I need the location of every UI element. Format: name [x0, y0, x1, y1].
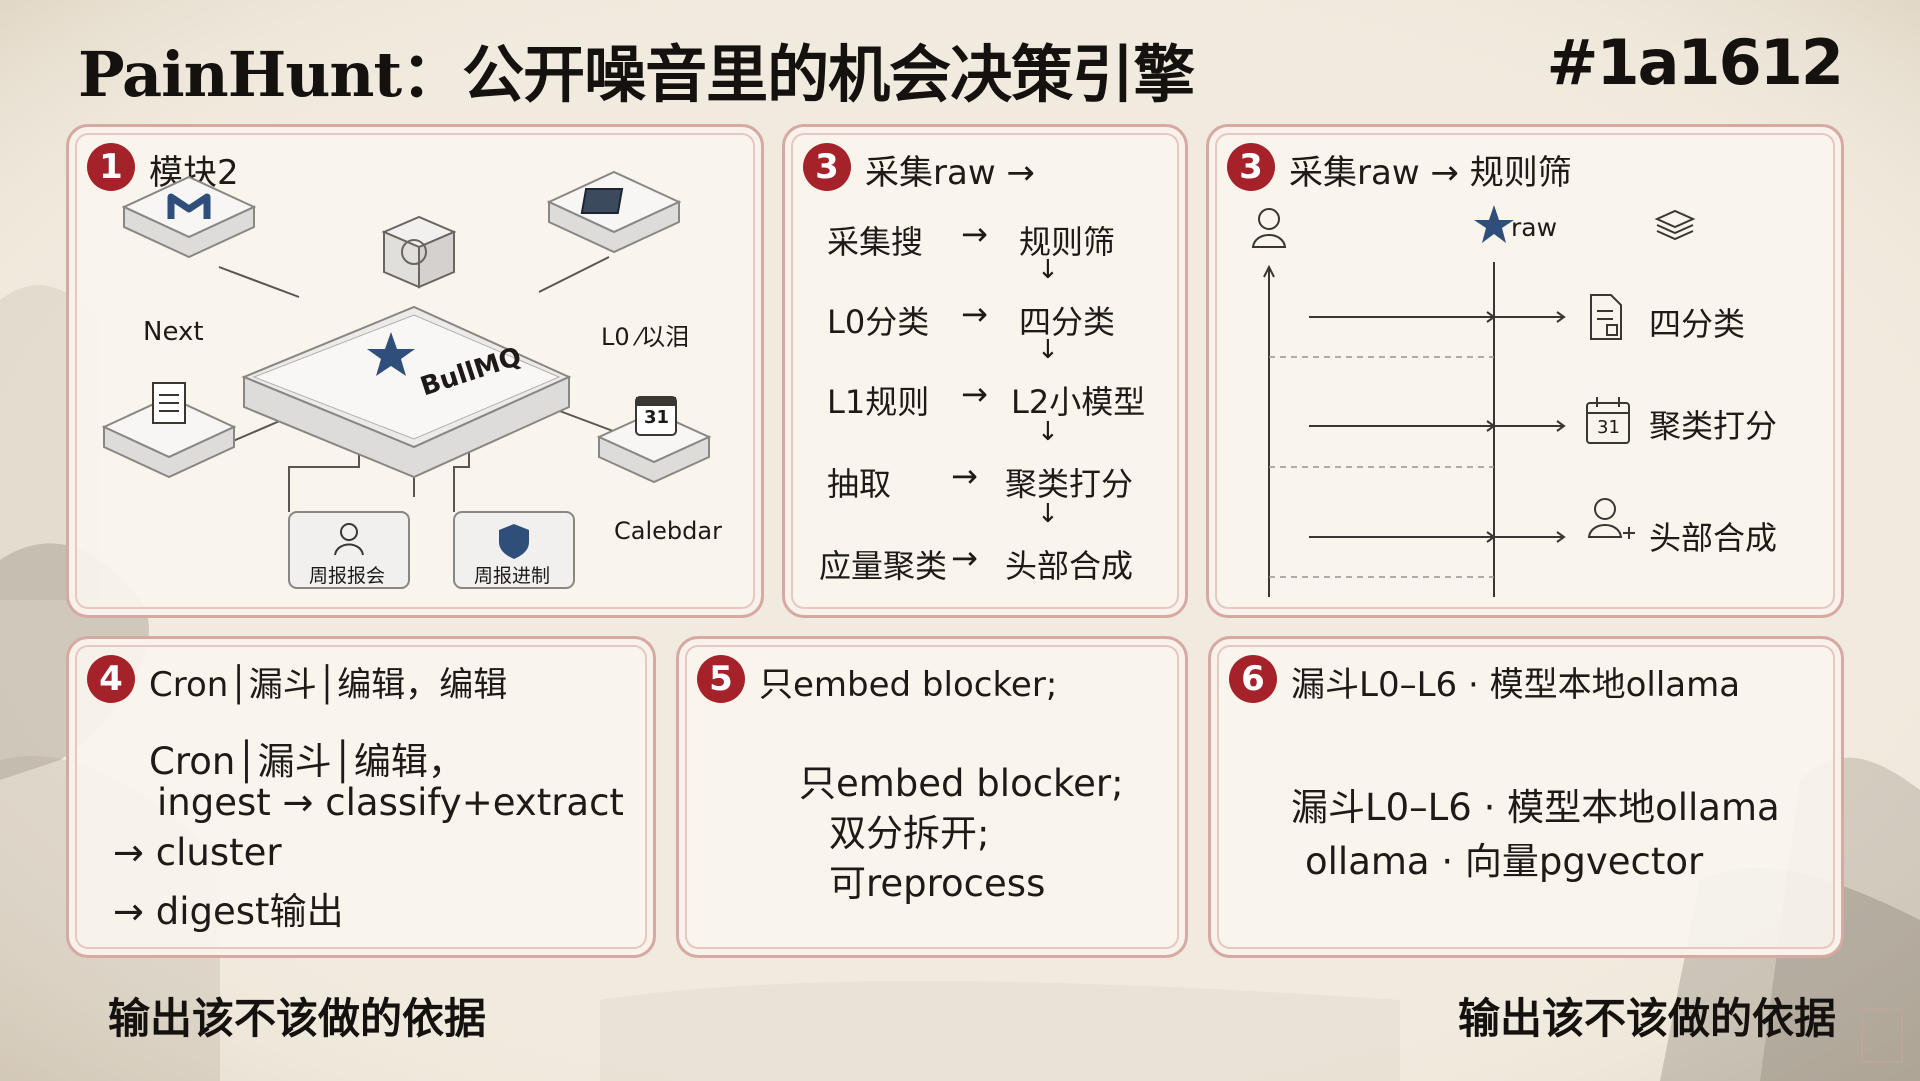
flow-left-5: 应量聚类: [819, 547, 948, 585]
shield-icon: [499, 524, 529, 559]
user-add-icon: [1587, 498, 1635, 539]
hashtag-label: #1a1612: [1546, 26, 1844, 99]
next-app-node: [121, 175, 257, 259]
document-node: [101, 382, 237, 479]
panel-sequence-flow: 3 采集raw → 规则筛: [1206, 124, 1844, 618]
panel-module-architecture: 1 模块2: [66, 124, 764, 618]
sequence-diagram: [1251, 205, 1696, 597]
body-line-1: 只embed blocker;: [799, 762, 1124, 805]
panel-title: 采集raw → 规则筛: [1289, 153, 1572, 193]
flow-arrow-3: →: [961, 375, 988, 413]
footer-caption-left: 输出该不该做的依据: [108, 994, 487, 1043]
brain-cube-node: [381, 215, 457, 289]
panel-title: Cron│漏斗│编辑，编辑: [149, 665, 508, 705]
calendar-icon: [1586, 397, 1630, 444]
panel-number-badge: 3: [1227, 143, 1275, 191]
flow-left-2: L0分类: [827, 303, 930, 341]
down-arrow-1: ↓: [1037, 255, 1059, 285]
panel-title: 只embed blocker;: [759, 665, 1058, 705]
layers-icon: [1654, 209, 1696, 241]
step-label-1: 四分类: [1649, 305, 1746, 343]
flow-right-2: 四分类: [1019, 303, 1116, 341]
next-label: Next: [143, 317, 204, 347]
panel-collect-flow: 3 采集raw → 采集搜 → 规则筛 ↓ L0分类 → 四分类 ↓ L1规则 …: [782, 124, 1188, 618]
flow-right-3: L2小模型: [1011, 383, 1146, 421]
flow-arrow-1: →: [961, 215, 988, 253]
calendar-label: Calebdar: [614, 517, 722, 545]
body-line-3: 可reprocess: [829, 862, 1046, 905]
panel-embed-blocker: 5 只embed blocker; 只embed blocker; 双分拆开; …: [676, 636, 1188, 958]
weekly-report-box-left: [288, 511, 410, 589]
panel-cron-pipeline: 4 Cron│漏斗│编辑，编辑 Cron│漏斗│编辑， ingest → cla…: [66, 636, 656, 958]
body-line-1: Cron│漏斗│编辑，: [149, 740, 465, 783]
page-title: PainHunt：公开噪音里的机会决策引擎: [78, 38, 1195, 111]
l0-table-node: [546, 170, 682, 254]
panel-number-badge: 3: [803, 143, 851, 191]
flow-left-4: 抽取: [827, 465, 892, 503]
panel-number-badge: 5: [697, 655, 745, 703]
flow-arrow-4: →: [951, 457, 978, 495]
l0-label: L0 ⁄以泪: [601, 323, 690, 351]
document-icon: [1590, 294, 1622, 340]
panel-title: 漏斗L0–L6 · 模型本地ollama: [1291, 665, 1741, 705]
body-line-2: ingest → classify+extract: [157, 781, 624, 824]
step-label-2: 聚类打分: [1649, 407, 1778, 445]
body-line-1: 漏斗L0–L6 · 模型本地ollama: [1291, 786, 1780, 829]
down-arrow-2: ↓: [1037, 335, 1059, 365]
calendar-day: 31: [644, 407, 670, 428]
raw-star-icon: [1474, 205, 1514, 243]
flow-left-3: L1规则: [827, 383, 930, 421]
footer-caption-right: 输出该不该做的依据: [1457, 994, 1836, 1043]
down-arrow-4: ↓: [1037, 499, 1059, 529]
body-line-4: → digest输出: [113, 890, 344, 933]
body-line-2: 双分拆开;: [829, 812, 990, 855]
architecture-diagram: [101, 170, 712, 589]
bullmq-star-icon: [367, 332, 415, 376]
step-label-3: 头部合成: [1649, 519, 1778, 557]
flow-right-1: 规则筛: [1019, 223, 1116, 261]
user-icon: [334, 523, 364, 556]
calendar-node: [596, 396, 712, 484]
bullmq-hub-node: [241, 305, 572, 479]
body-line-3: → cluster: [113, 831, 282, 874]
down-arrow-3: ↓: [1037, 417, 1059, 447]
flow-right-5: 头部合成: [1005, 547, 1134, 585]
weekly-report-right-label: 周报进制: [474, 565, 551, 587]
flow-arrow-2: →: [961, 295, 988, 333]
body-line-2: ollama · 向量pgvector: [1305, 840, 1704, 883]
flow-right-4: 聚类打分: [1005, 465, 1134, 503]
red-seal-stamp: [1861, 1009, 1903, 1063]
panel-funnel-models: 6 漏斗L0–L6 · 模型本地ollama 漏斗L0–L6 · 模型本地oll…: [1208, 636, 1844, 958]
panel-number-badge: 1: [87, 143, 135, 191]
flow-left-1: 采集搜: [827, 223, 924, 261]
weekly-report-left-label: 周报报会: [309, 565, 386, 587]
flow-arrow-5: →: [951, 539, 978, 577]
panel-number-badge: 4: [87, 655, 135, 703]
panel-title: 采集raw →: [865, 153, 1035, 193]
raw-label: raw: [1511, 213, 1558, 242]
panel-number-badge: 6: [1229, 655, 1277, 703]
actor-user-icon: [1251, 208, 1287, 248]
calendar-day: 31: [1597, 417, 1620, 438]
